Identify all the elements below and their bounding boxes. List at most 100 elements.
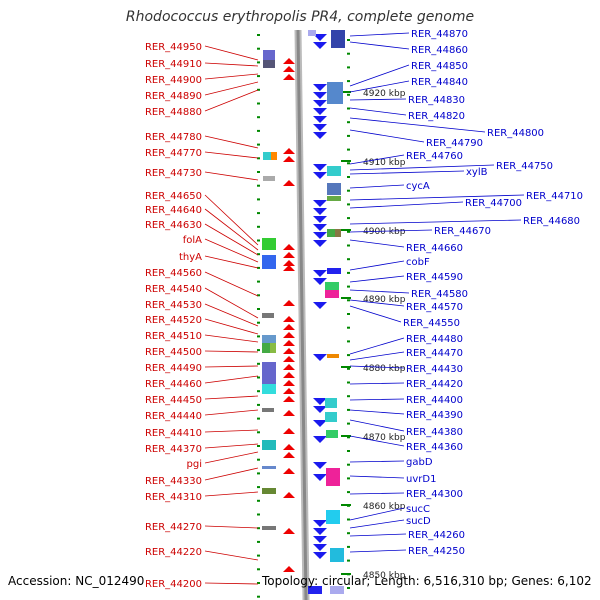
gene-label-right[interactable]: RER_44420 (406, 379, 463, 390)
forward-gene-block (327, 183, 341, 195)
right-label-connector (349, 107, 407, 116)
gene-label-left[interactable]: RER_44880 (145, 107, 202, 118)
gene-label-left[interactable]: RER_44270 (145, 522, 202, 533)
right-label-connector (349, 549, 407, 553)
forward-gene-block (330, 548, 344, 562)
gene-label-right[interactable]: sucD (406, 516, 431, 527)
gene-label-right[interactable]: sucC (406, 504, 430, 515)
reverse-gene-block (262, 526, 276, 530)
scale-tick (257, 335, 260, 338)
gene-label-left[interactable]: RER_44440 (145, 411, 202, 422)
gene-label-right[interactable]: RER_44840 (411, 77, 468, 88)
gene-label-left[interactable]: RER_44650 (145, 191, 202, 202)
gene-label-right[interactable]: RER_44760 (406, 151, 463, 162)
gene-label-right[interactable]: uvrD1 (406, 474, 436, 485)
gene-label-right[interactable]: RER_44360 (406, 442, 463, 453)
gene-label-left[interactable]: RER_44490 (145, 363, 202, 374)
gene-label-left[interactable]: RER_44520 (145, 315, 202, 326)
gene-label-left[interactable]: RER_44310 (145, 492, 202, 503)
gene-label-left[interactable]: RER_44730 (145, 168, 202, 179)
gene-label-right[interactable]: RER_44830 (408, 95, 465, 106)
gene-label-right[interactable]: RER_44550 (403, 318, 460, 329)
right-label-connector (349, 80, 410, 93)
gene-label-left[interactable]: RER_44450 (145, 395, 202, 406)
gene-label-left[interactable]: RER_44910 (145, 59, 202, 70)
reverse-gene-arrow (283, 468, 295, 474)
gene-label-left[interactable]: thyA (179, 252, 202, 263)
gene-label-right[interactable]: RER_44300 (406, 489, 463, 500)
gene-label-left[interactable]: RER_44540 (145, 284, 202, 295)
gene-label-right[interactable]: RER_44710 (526, 191, 583, 202)
forward-gene-arrow (313, 354, 327, 361)
gene-label-left[interactable]: RER_44640 (145, 205, 202, 216)
right-label-connector (349, 260, 405, 271)
gene-label-left[interactable]: RER_44220 (145, 547, 202, 558)
gene-label-right[interactable]: RER_44870 (411, 29, 468, 40)
gene-label-left[interactable]: RER_44630 (145, 220, 202, 231)
left-label-connector (204, 223, 259, 256)
reverse-gene-block (262, 466, 276, 469)
gene-label-left[interactable]: RER_44770 (145, 148, 202, 159)
forward-gene-arrow (313, 216, 327, 223)
forward-gene-block (325, 290, 339, 298)
gene-label-left[interactable]: pgi (187, 459, 202, 470)
gene-label-right[interactable]: RER_44680 (523, 216, 580, 227)
gene-label-left[interactable]: folA (183, 235, 202, 246)
gene-label-right[interactable]: RER_44380 (406, 427, 463, 438)
right-label-connector (349, 117, 486, 133)
gene-label-right[interactable]: RER_44390 (406, 410, 463, 421)
gene-label-right[interactable]: RER_44660 (406, 243, 463, 254)
gene-label-right[interactable]: RER_44430 (406, 364, 463, 375)
right-label-connector (349, 299, 405, 307)
gene-label-right[interactable]: RER_44670 (434, 226, 491, 237)
scale-tick (257, 143, 260, 146)
gene-label-left[interactable]: RER_44950 (145, 42, 202, 53)
reverse-gene-block (262, 335, 276, 343)
gene-label-right[interactable]: RER_44400 (406, 395, 463, 406)
scale-tick (347, 271, 350, 274)
gene-label-right[interactable]: RER_44700 (465, 198, 522, 209)
gene-label-right[interactable]: RER_44250 (408, 546, 465, 557)
gene-label-right[interactable]: RER_44580 (411, 289, 468, 300)
gene-label-right[interactable]: RER_44850 (411, 61, 468, 72)
gene-label-left[interactable]: RER_44890 (145, 91, 202, 102)
gene-label-left[interactable]: RER_44530 (145, 300, 202, 311)
gene-label-right[interactable]: RER_44480 (406, 334, 463, 345)
scale-tick (347, 39, 350, 41)
reverse-gene-block (263, 60, 275, 68)
right-label-connector (349, 507, 405, 521)
left-label-connector (204, 271, 259, 297)
gene-label-right[interactable]: gabD (406, 457, 433, 468)
gene-label-left[interactable]: RER_44370 (145, 444, 202, 455)
gene-label-left[interactable]: RER_44500 (145, 347, 202, 358)
forward-gene-arrow (313, 536, 327, 543)
gene-label-right[interactable]: RER_44820 (408, 111, 465, 122)
gene-label-left[interactable]: RER_44510 (145, 331, 202, 342)
gene-label-right[interactable]: RER_44750 (496, 161, 553, 172)
gene-label-right[interactable]: RER_44800 (487, 128, 544, 139)
gene-label-left[interactable]: RER_44560 (145, 268, 202, 279)
gene-label-right[interactable]: RER_44570 (406, 302, 463, 313)
gene-label-left[interactable]: RER_44410 (145, 428, 202, 439)
reverse-gene-arrow (283, 566, 295, 572)
gene-label-right[interactable]: RER_44590 (406, 272, 463, 283)
gene-label-left[interactable]: RER_44330 (145, 476, 202, 487)
gene-label-right[interactable]: RER_44470 (406, 348, 463, 359)
gene-label-right[interactable]: cobF (406, 257, 430, 268)
forward-gene-block (325, 398, 337, 408)
forward-gene-block (335, 229, 341, 237)
gene-label-left[interactable]: RER_44780 (145, 132, 202, 143)
scale-major-tick (341, 229, 351, 231)
scale-tick (257, 34, 260, 36)
gene-label-right[interactable]: RER_44860 (411, 45, 468, 56)
gene-label-right[interactable]: RER_44790 (426, 138, 483, 149)
gene-label-right[interactable]: cycA (406, 181, 430, 192)
gene-label-left[interactable]: RER_44460 (145, 379, 202, 390)
gene-label-right[interactable]: RER_44260 (408, 530, 465, 541)
reverse-gene-arrow (283, 492, 295, 498)
gene-label-left[interactable]: RER_44900 (145, 75, 202, 86)
gene-label-left[interactable]: RER_44200 (145, 579, 202, 590)
gene-label-right[interactable]: xylB (466, 167, 488, 178)
left-label-connector (204, 81, 259, 96)
